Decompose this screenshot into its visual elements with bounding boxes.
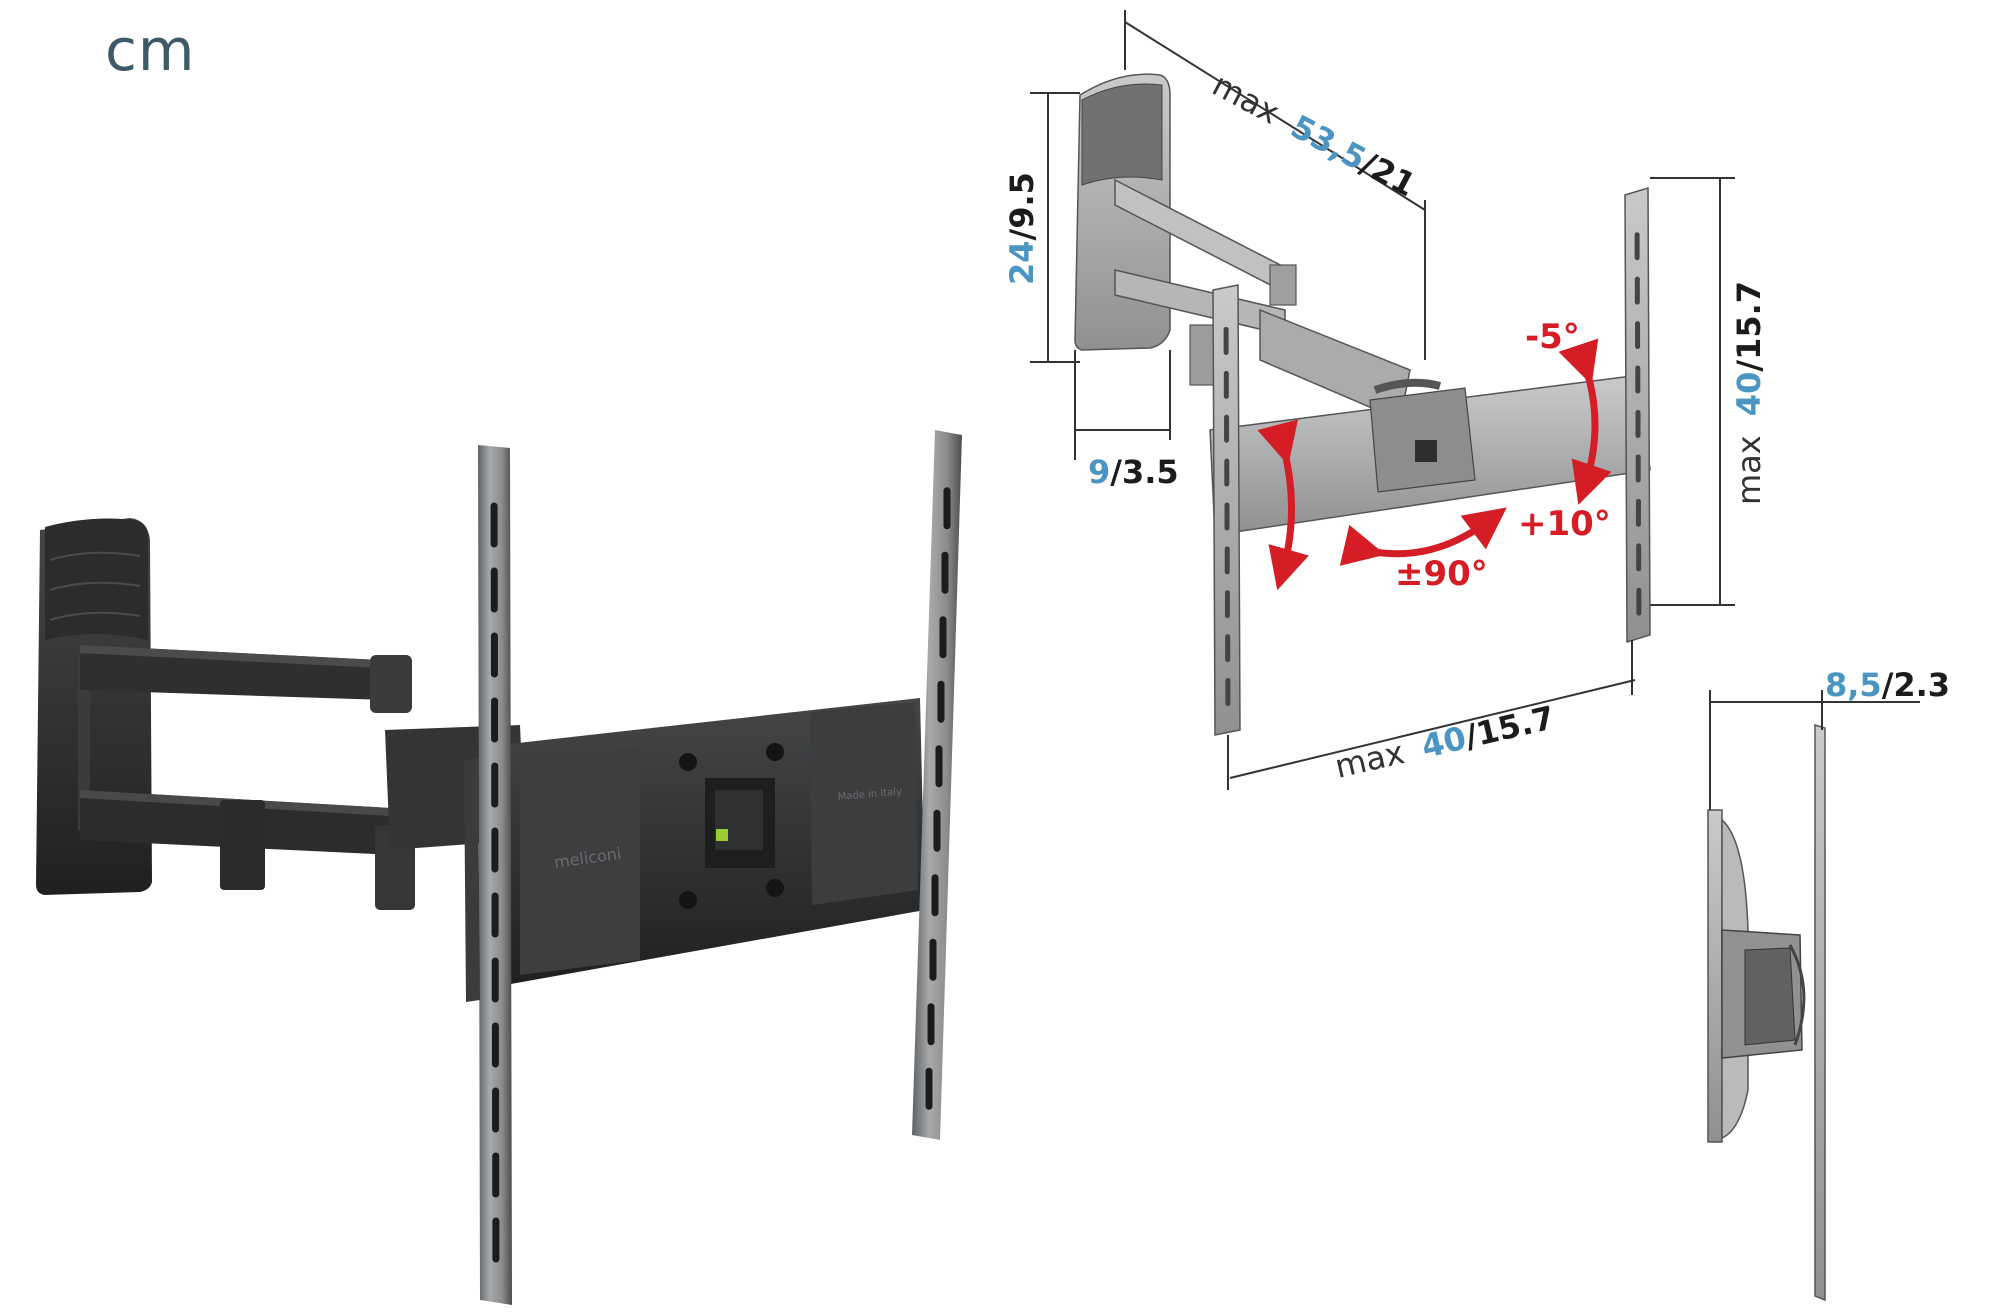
angle-tilt-down: +10°	[1518, 504, 1611, 544]
rail-slot	[1224, 502, 1230, 531]
rail-slot	[1636, 543, 1642, 572]
rail-slot	[1223, 370, 1229, 399]
upper-arm	[80, 645, 412, 713]
rail-slot	[1634, 232, 1640, 261]
rail-slot	[491, 762, 499, 808]
rail-slot	[1635, 498, 1641, 527]
rail-slot	[491, 1022, 499, 1068]
rail-slot	[492, 1087, 500, 1133]
rail-slot	[939, 616, 947, 659]
rail-slot	[1224, 458, 1230, 487]
unit-label: cm	[105, 16, 196, 84]
rail-slot	[1635, 454, 1641, 483]
rail-slot	[1223, 326, 1229, 355]
rail-slot	[492, 1152, 500, 1198]
rail-slot	[935, 745, 943, 788]
rail-slot	[490, 502, 498, 548]
rail-slot	[933, 809, 941, 852]
lower-arm	[80, 790, 415, 910]
dimension-lines	[1030, 10, 1735, 790]
rail-slot	[492, 1217, 500, 1263]
rail-slot	[490, 567, 498, 613]
rail-slot	[927, 1003, 935, 1046]
rail-slot	[937, 680, 945, 723]
rail-slot	[1636, 587, 1642, 616]
side-view: 8,5/2.3	[1707, 666, 1950, 1302]
rail-slot	[490, 632, 498, 678]
dimension-view: max 53,5/21 24/9.5 9/3.5 max 40/15.7 max…	[1003, 10, 1768, 790]
rail-slot	[1224, 546, 1230, 575]
rail-slot	[491, 892, 499, 938]
rail-slot	[1635, 410, 1641, 438]
dim-plate-depth: 9/3.5	[1088, 453, 1179, 491]
rail-slot	[929, 938, 937, 981]
dim-arm-length: max 53,5/21	[1206, 66, 1422, 205]
rail-slot	[491, 697, 499, 743]
rail-slot	[491, 827, 499, 873]
rail-slot	[925, 1067, 933, 1110]
product-main-view: meliconi Made in Italy	[36, 430, 962, 1305]
rail-slot	[491, 957, 499, 1003]
dim-min-depth: 8,5/2.3	[1825, 666, 1950, 704]
rail-slot	[1225, 634, 1231, 663]
rail-slot	[941, 551, 949, 594]
rail-slot	[931, 874, 939, 917]
dim-plate-height: 24/9.5	[1003, 172, 1041, 285]
left-vertical-rail	[464, 445, 512, 1305]
dim-vesa-height: max 40/15.7	[1730, 281, 1768, 505]
rail-slot	[1635, 321, 1641, 350]
rail-slot	[1224, 414, 1230, 443]
angle-arrows	[1257, 338, 1612, 591]
mounting-plate: meliconi Made in Italy	[500, 698, 925, 985]
rail-slot	[1224, 590, 1230, 619]
rail-slot	[1225, 678, 1231, 707]
rail-slot	[943, 487, 951, 530]
angle-tilt-up: -5°	[1525, 317, 1580, 357]
rail-slot	[1634, 276, 1640, 305]
dim-vesa-width: max 40/15.7	[1331, 698, 1558, 785]
rail-slot	[1635, 365, 1641, 394]
angle-swivel: ±90°	[1395, 554, 1488, 594]
